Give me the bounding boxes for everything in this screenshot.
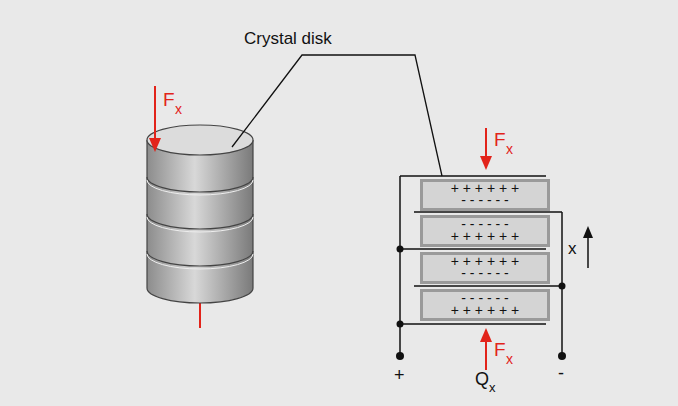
crystal-disk: - - - - - -+ + + + + + xyxy=(420,215,550,247)
charge-signs: - - - - - - xyxy=(423,194,547,206)
charge-signs: - - - - - - xyxy=(423,267,547,279)
leader-line xyxy=(232,55,442,176)
force-arrow xyxy=(480,128,492,370)
force-label: F xyxy=(163,90,175,109)
junction-dot xyxy=(396,246,566,361)
force-arrow xyxy=(149,86,161,152)
axis-arrow xyxy=(583,226,593,268)
charge-signs: + + + + + + xyxy=(423,304,547,316)
wire xyxy=(400,176,562,355)
terminal-sign: + xyxy=(394,366,405,384)
force-label: F xyxy=(494,340,506,359)
charge-subscript: x xyxy=(489,381,496,394)
force-subscript: x xyxy=(506,352,513,366)
force-subscript: x xyxy=(506,142,513,156)
part-name: Crystal disk xyxy=(244,30,332,47)
crystal-disk: - - - - - -+ + + + + + xyxy=(420,289,550,321)
charge-signs: + + + + + + xyxy=(423,182,547,194)
electrode xyxy=(400,176,562,324)
crystal-stack xyxy=(147,125,253,328)
charge-signs: - - - - - - xyxy=(423,292,547,304)
force-label: F xyxy=(494,130,506,149)
crystal-disk: + + + + + +- - - - - - xyxy=(420,179,550,211)
charge-signs: + + + + + + xyxy=(423,255,547,267)
charge-signs: + + + + + + xyxy=(423,230,547,242)
terminal-sign: - xyxy=(558,364,564,382)
crystal-disk: + + + + + +- - - - - - xyxy=(420,252,550,284)
force-subscript: x xyxy=(175,102,182,116)
axis-label: x xyxy=(568,240,577,257)
charge-label: Q xyxy=(475,370,489,388)
charge-signs: - - - - - - xyxy=(423,218,547,230)
